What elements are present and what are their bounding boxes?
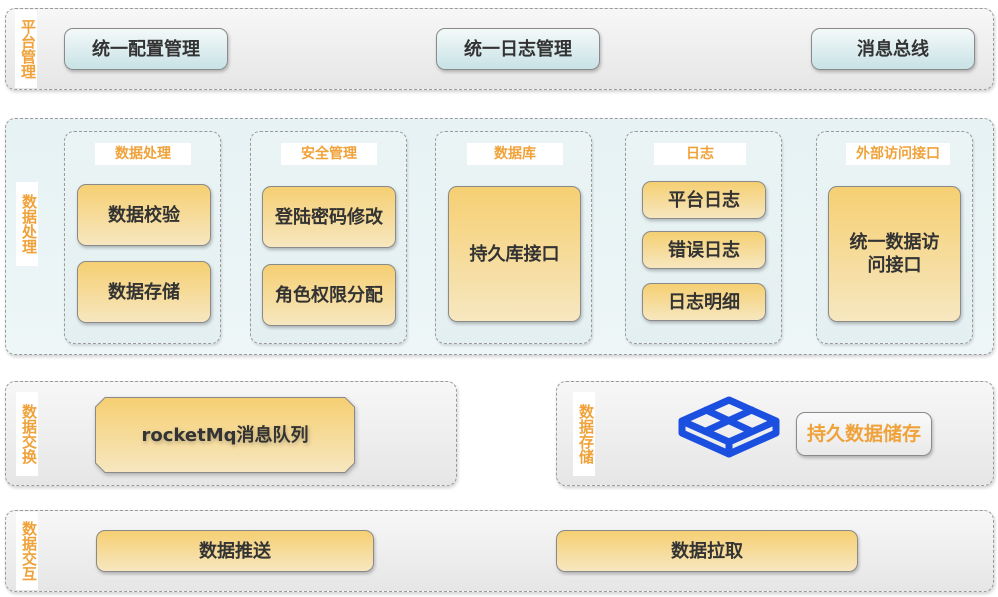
message-bus: 消息总线 <box>811 28 975 70</box>
data-push: 数据推送 <box>96 530 374 572</box>
platform-log: 平台日志 <box>642 181 766 219</box>
cube-icon <box>678 396 780 458</box>
unified-config-management: 统一配置管理 <box>64 28 228 70</box>
persistence-db-interface: 持久库接口 <box>448 186 581 322</box>
rocketmq-message-queue: rocketMq消息队列 <box>141 424 309 446</box>
unified-log-management: 统一日志管理 <box>436 28 600 70</box>
rocketmq-queue-shape <box>95 397 355 473</box>
data-storage-item: 数据存储 <box>77 261 211 323</box>
group-data-processing-title: 数据处理 <box>95 143 191 165</box>
data-exchange-label: 数据交换 <box>16 392 38 476</box>
log-details: 日志明细 <box>642 283 766 321</box>
login-password-change: 登陆密码修改 <box>262 186 396 248</box>
group-logs-title: 日志 <box>654 143 746 165</box>
data-pull: 数据拉取 <box>556 530 858 572</box>
error-log: 错误日志 <box>642 231 766 269</box>
group-external-access-title: 外部访问接口 <box>846 143 950 165</box>
group-security-management-title: 安全管理 <box>281 143 377 165</box>
data-storage-label: 数据存储 <box>573 392 595 476</box>
group-database-title: 数据库 <box>467 143 563 165</box>
data-validation: 数据校验 <box>77 184 211 246</box>
data-interaction-label: 数据交互 <box>16 512 38 590</box>
unified-data-access-interface: 统一数据访问接口 <box>828 186 961 322</box>
data-processing-label: 数据处理 <box>16 182 38 266</box>
persistent-data-storage: 持久数据储存 <box>796 412 932 456</box>
platform-management-label: 平台管理 <box>15 10 37 88</box>
role-permission-assignment: 角色权限分配 <box>262 264 396 326</box>
